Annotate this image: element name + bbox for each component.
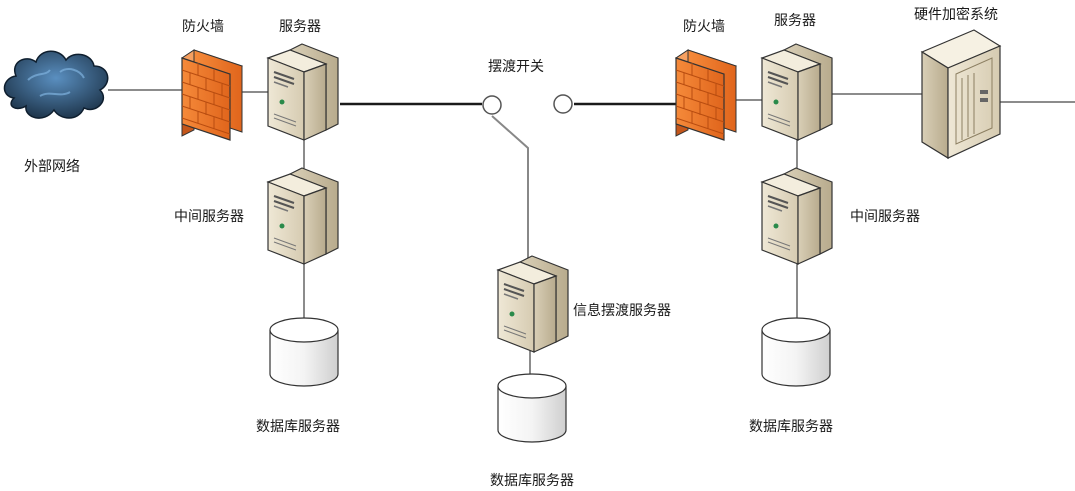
switch-contact-right [553,94,573,114]
label-server-left: 服务器 [279,19,321,35]
middle-server-right-icon [761,167,833,265]
database-right-icon [761,317,831,387]
info-ferry-server-icon [497,255,569,353]
label-hardware-encryption: 硬件加密系统 [914,7,998,23]
label-external-network: 外部网络 [24,159,80,175]
label-firewall-right: 防火墙 [683,19,725,35]
label-database-server-left: 数据库服务器 [256,419,340,435]
server-right-icon [761,43,833,141]
server-left-icon [267,43,339,141]
ferry-switch [482,94,573,260]
database-center-icon [497,373,567,443]
firewall-left-icon [181,49,243,141]
hardware-cabinet-icon [921,29,1001,159]
firewall-right-icon [675,49,737,141]
cloud-icon [3,50,109,119]
label-info-ferry-server: 信息摆渡服务器 [573,303,671,319]
label-middle-server-right: 中间服务器 [850,209,920,225]
label-database-server-right: 数据库服务器 [749,419,833,435]
label-server-right: 服务器 [774,13,816,29]
label-middle-server-left: 中间服务器 [174,209,244,225]
label-ferry-switch: 摆渡开关 [488,59,544,75]
label-database-server-center: 数据库服务器 [490,473,574,489]
middle-server-left-icon [267,167,339,265]
database-left-icon [269,317,339,387]
switch-contact-left [482,95,502,115]
label-firewall-left: 防火墙 [182,19,224,35]
